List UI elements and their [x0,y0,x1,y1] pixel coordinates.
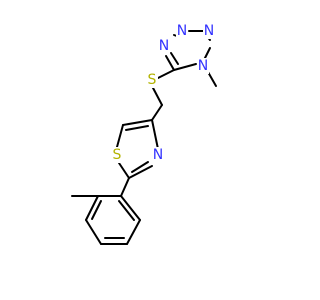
atom-label-background [203,23,215,39]
bond-n-methyl [207,71,217,87]
bond-c5-s [157,69,175,79]
bond-c2-aryl [120,177,130,197]
bond-n-c-left-inner [170,52,179,65]
atom-n-tetrazole-left: N [159,38,169,54]
bond-n3-c4 [151,119,159,150]
bond-c4-c5 [122,119,153,126]
bond-ar-inner-c [118,200,135,221]
bond-c4-c5-inner [125,125,149,131]
bond-c5-s1 [116,124,124,148]
atom-n-thiazole: N [153,147,163,163]
bond-s1-c2 [118,162,130,179]
thiazole-ring [116,119,159,179]
bond-ar-3-4 [85,219,102,245]
atom-n-tetrazole-right: N [198,58,208,74]
atom-label-background [176,23,188,39]
bond-ar-inner-a [91,200,102,220]
chemical-structure: N N N N S N S [71,23,217,245]
bond-c-n1 [173,63,197,71]
bond-ar-5-6 [126,219,141,245]
atom-s-thiazole: S [113,147,122,163]
atom-label-background [158,38,170,54]
atom-n-tetrazole-top-left: N [177,23,187,39]
bond-c2-n3 [128,165,153,179]
tolyl-ring [85,195,141,245]
bond-c2-n3-inner [131,161,149,173]
bond-ch2-c4 [151,104,163,121]
atom-label-background [152,147,164,163]
atom-s-thioether: S [148,72,157,88]
bond-s-ch2 [151,85,163,106]
atom-labels: N N N N S N S [111,23,215,163]
bond-n-c-left-outer [165,55,175,71]
bond-ar-6-1 [120,195,141,221]
atom-n-tetrazole-top-right: N [204,23,214,39]
atom-label-background [197,58,209,74]
atom-label-background [146,72,158,88]
bond-ar-2-3 [85,195,99,221]
atom-label-background [111,147,123,163]
